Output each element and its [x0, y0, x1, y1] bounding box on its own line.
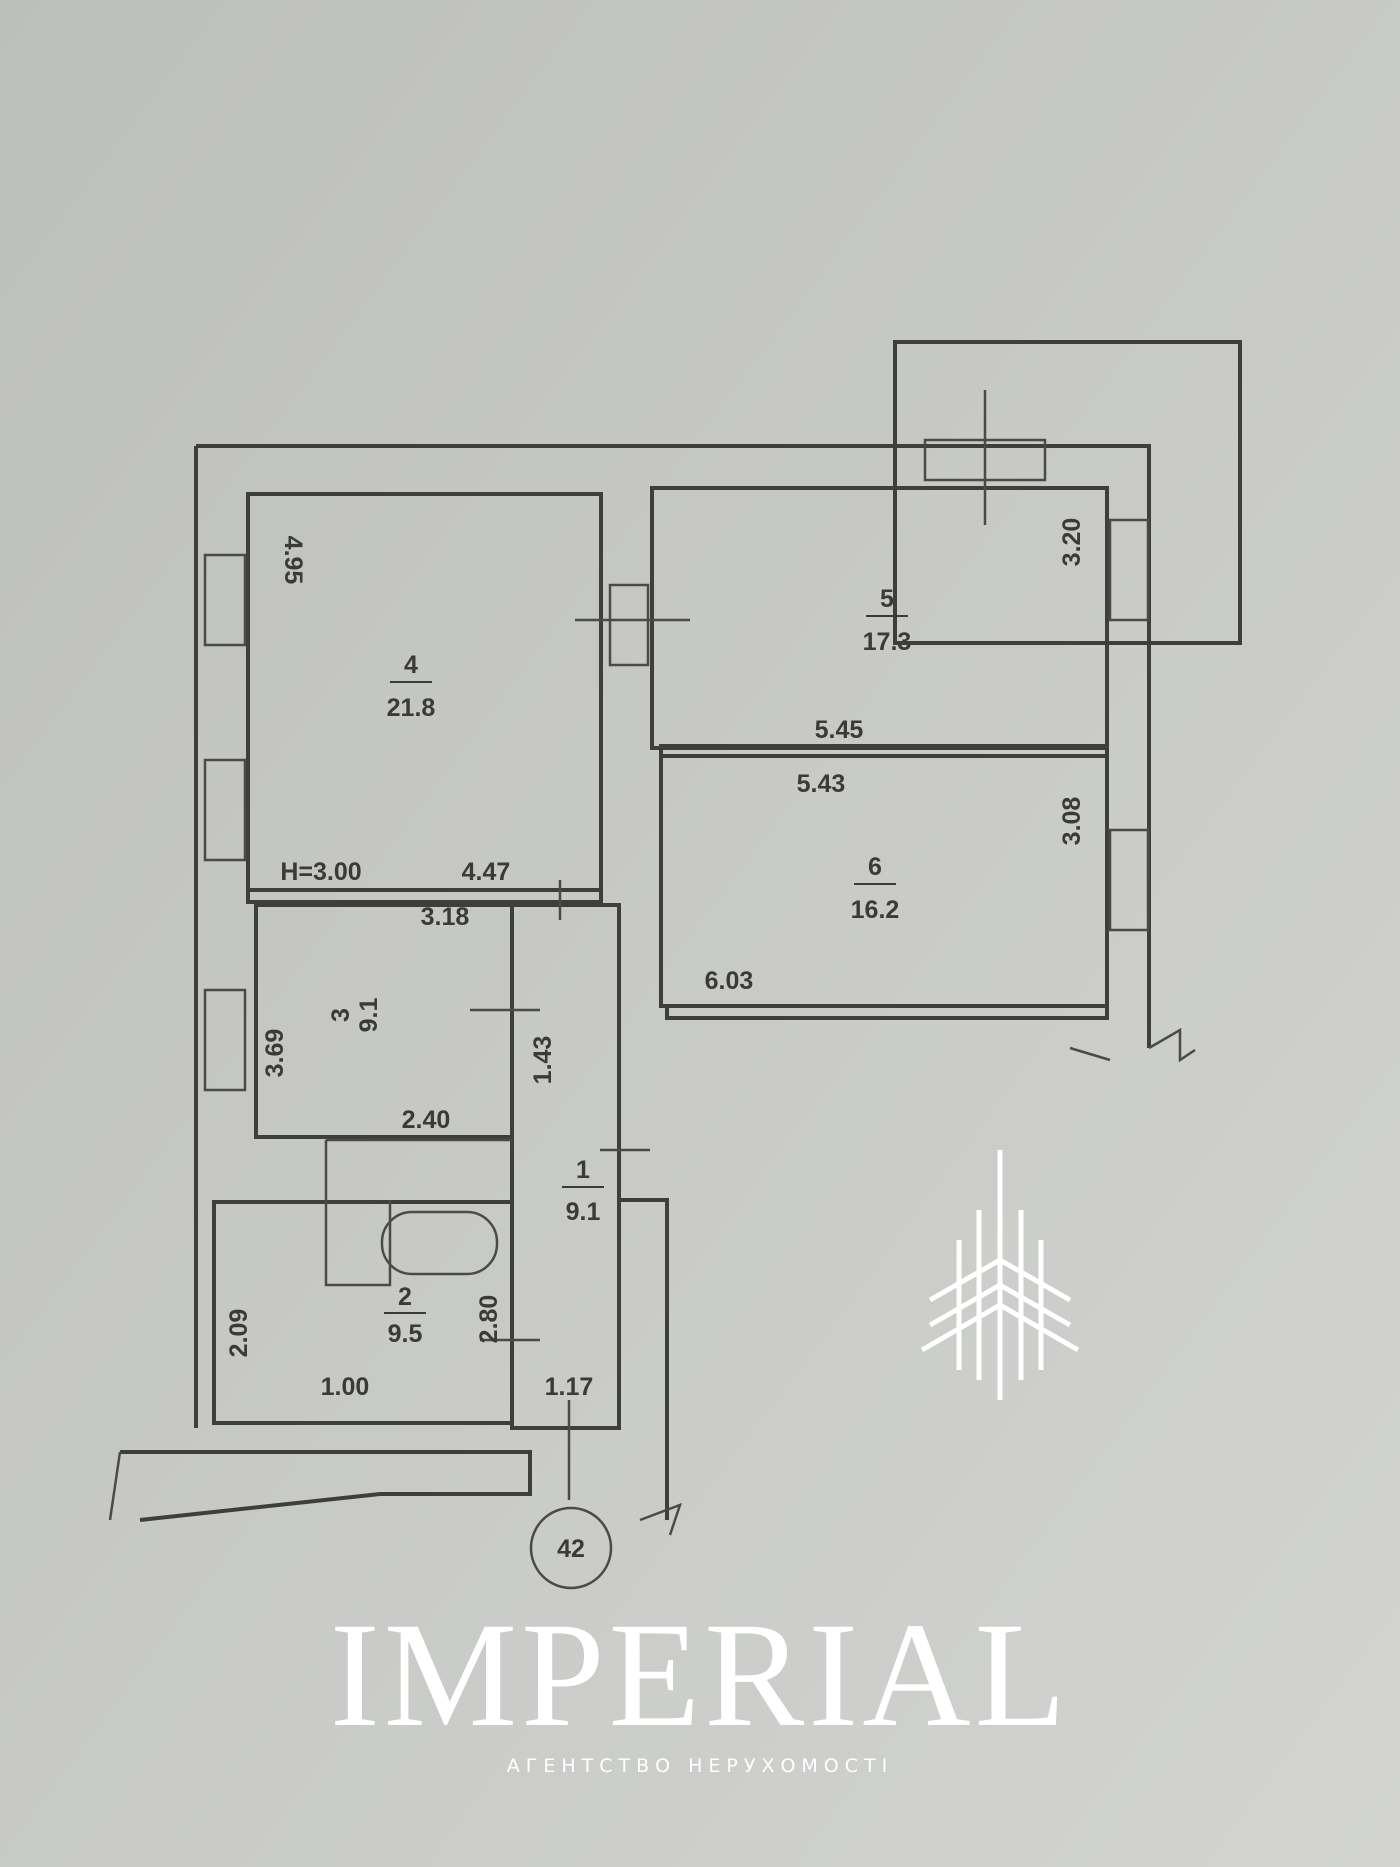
dim-3-20: 3.20 [1058, 518, 1086, 567]
break-line [1069, 1027, 1196, 1063]
dim-2-09: 2.09 [225, 1309, 253, 1358]
walls [108, 340, 1242, 1590]
dim-4-47: 4.47 [462, 858, 511, 886]
building-number: 42 [557, 1535, 585, 1563]
door-marks [470, 390, 987, 1500]
room-2-number: 2 [398, 1283, 412, 1311]
break-line [108, 1451, 683, 1536]
bathroom-partition [324, 1138, 512, 1287]
dim-5-43: 5.43 [797, 770, 846, 798]
room-5-area: 17.3 [863, 628, 912, 656]
ceiling-height: H=3.00 [280, 858, 361, 886]
dim-1-00: 1.00 [321, 1373, 370, 1401]
dim-4-95: 4.95 [279, 536, 307, 585]
watermark-brand: IMPERIAL [330, 1592, 1070, 1758]
room-6-number: 6 [868, 853, 882, 881]
building-number-circle [529, 1506, 613, 1590]
room-2-area: 9.5 [388, 1320, 423, 1348]
room-4-area: 21.8 [387, 694, 436, 722]
dimension-labels: 4.95 3.20 5.45 5.43 3.08 H=3.00 4.47 3.1… [225, 518, 1086, 1563]
room-6-area: 16.2 [851, 896, 900, 924]
imperial-logo-icon [920, 1150, 1080, 1400]
dim-3-69: 3.69 [261, 1029, 289, 1078]
room-1-area: 9.1 [566, 1198, 601, 1226]
dim-2-40: 2.40 [402, 1106, 451, 1134]
dim-6-03: 6.03 [705, 967, 754, 995]
bathtub [380, 1210, 499, 1276]
dim-1-17: 1.17 [545, 1373, 594, 1401]
balcony [893, 340, 1242, 645]
dim-1-43: 1.43 [529, 1036, 557, 1085]
room-5-number: 5 [880, 585, 894, 613]
dim-2-80: 2.80 [475, 1295, 503, 1344]
room-1-number: 1 [576, 1156, 590, 1184]
dim-3-08: 3.08 [1058, 797, 1086, 846]
watermark-tagline: АГЕНТСТВО НЕРУХОМОСТІ [507, 1755, 894, 1777]
room-4-number: 4 [404, 651, 418, 679]
room-3-number: 3 [327, 1008, 355, 1022]
room-3-area: 9.1 [355, 998, 383, 1033]
watermark: IMPERIAL АГЕНТСТВО НЕРУХОМОСТІ [330, 1150, 1080, 1777]
room-2-outline [212, 1200, 514, 1425]
room-labels: 4 21.8 5 17.3 6 16.2 3 9.1 1 9.1 2 9.5 [327, 585, 911, 1348]
dim-3-18: 3.18 [421, 903, 470, 931]
dim-5-45: 5.45 [815, 716, 864, 744]
